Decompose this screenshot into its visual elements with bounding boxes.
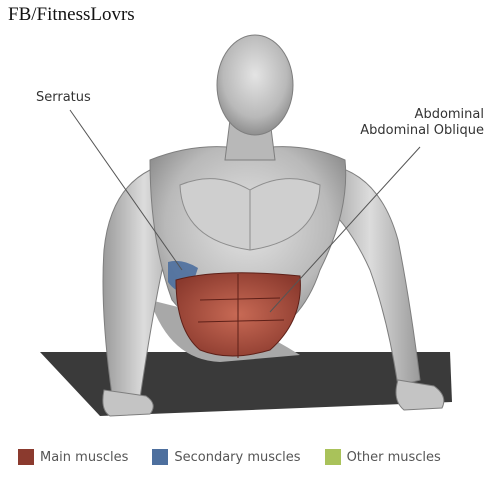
abdominal-label: Abdominal: [414, 107, 484, 122]
abdominal-leader-line: [269, 146, 421, 313]
head: [216, 34, 294, 136]
secondary-muscles-swatch: [152, 449, 169, 465]
watermark: FB/FitnessLovrs: [8, 4, 135, 25]
abdominal-oblique-label: Abdominal Oblique: [360, 123, 484, 138]
legend-label: Other muscles: [346, 449, 441, 465]
right-arm: [319, 164, 421, 387]
legend: Main muscles Secondary muscles Other mus…: [18, 447, 488, 467]
legend-label: Secondary muscles: [174, 449, 301, 465]
other-muscles-swatch: [324, 449, 341, 465]
abdominal-label-group: Abdominal Abdominal Oblique: [360, 107, 484, 139]
serratus-label: Serratus: [36, 90, 91, 105]
legend-item-secondary: Secondary muscles: [152, 449, 301, 465]
floor-mat: [40, 352, 452, 416]
legend-item-other: Other muscles: [324, 449, 441, 465]
serratus-leader-line: [69, 109, 183, 271]
legend-label: Main muscles: [40, 449, 129, 465]
legend-item-main: Main muscles: [18, 449, 128, 465]
main-muscles-swatch: [18, 449, 34, 465]
right-hand: [395, 379, 445, 411]
left-hand: [102, 389, 154, 417]
